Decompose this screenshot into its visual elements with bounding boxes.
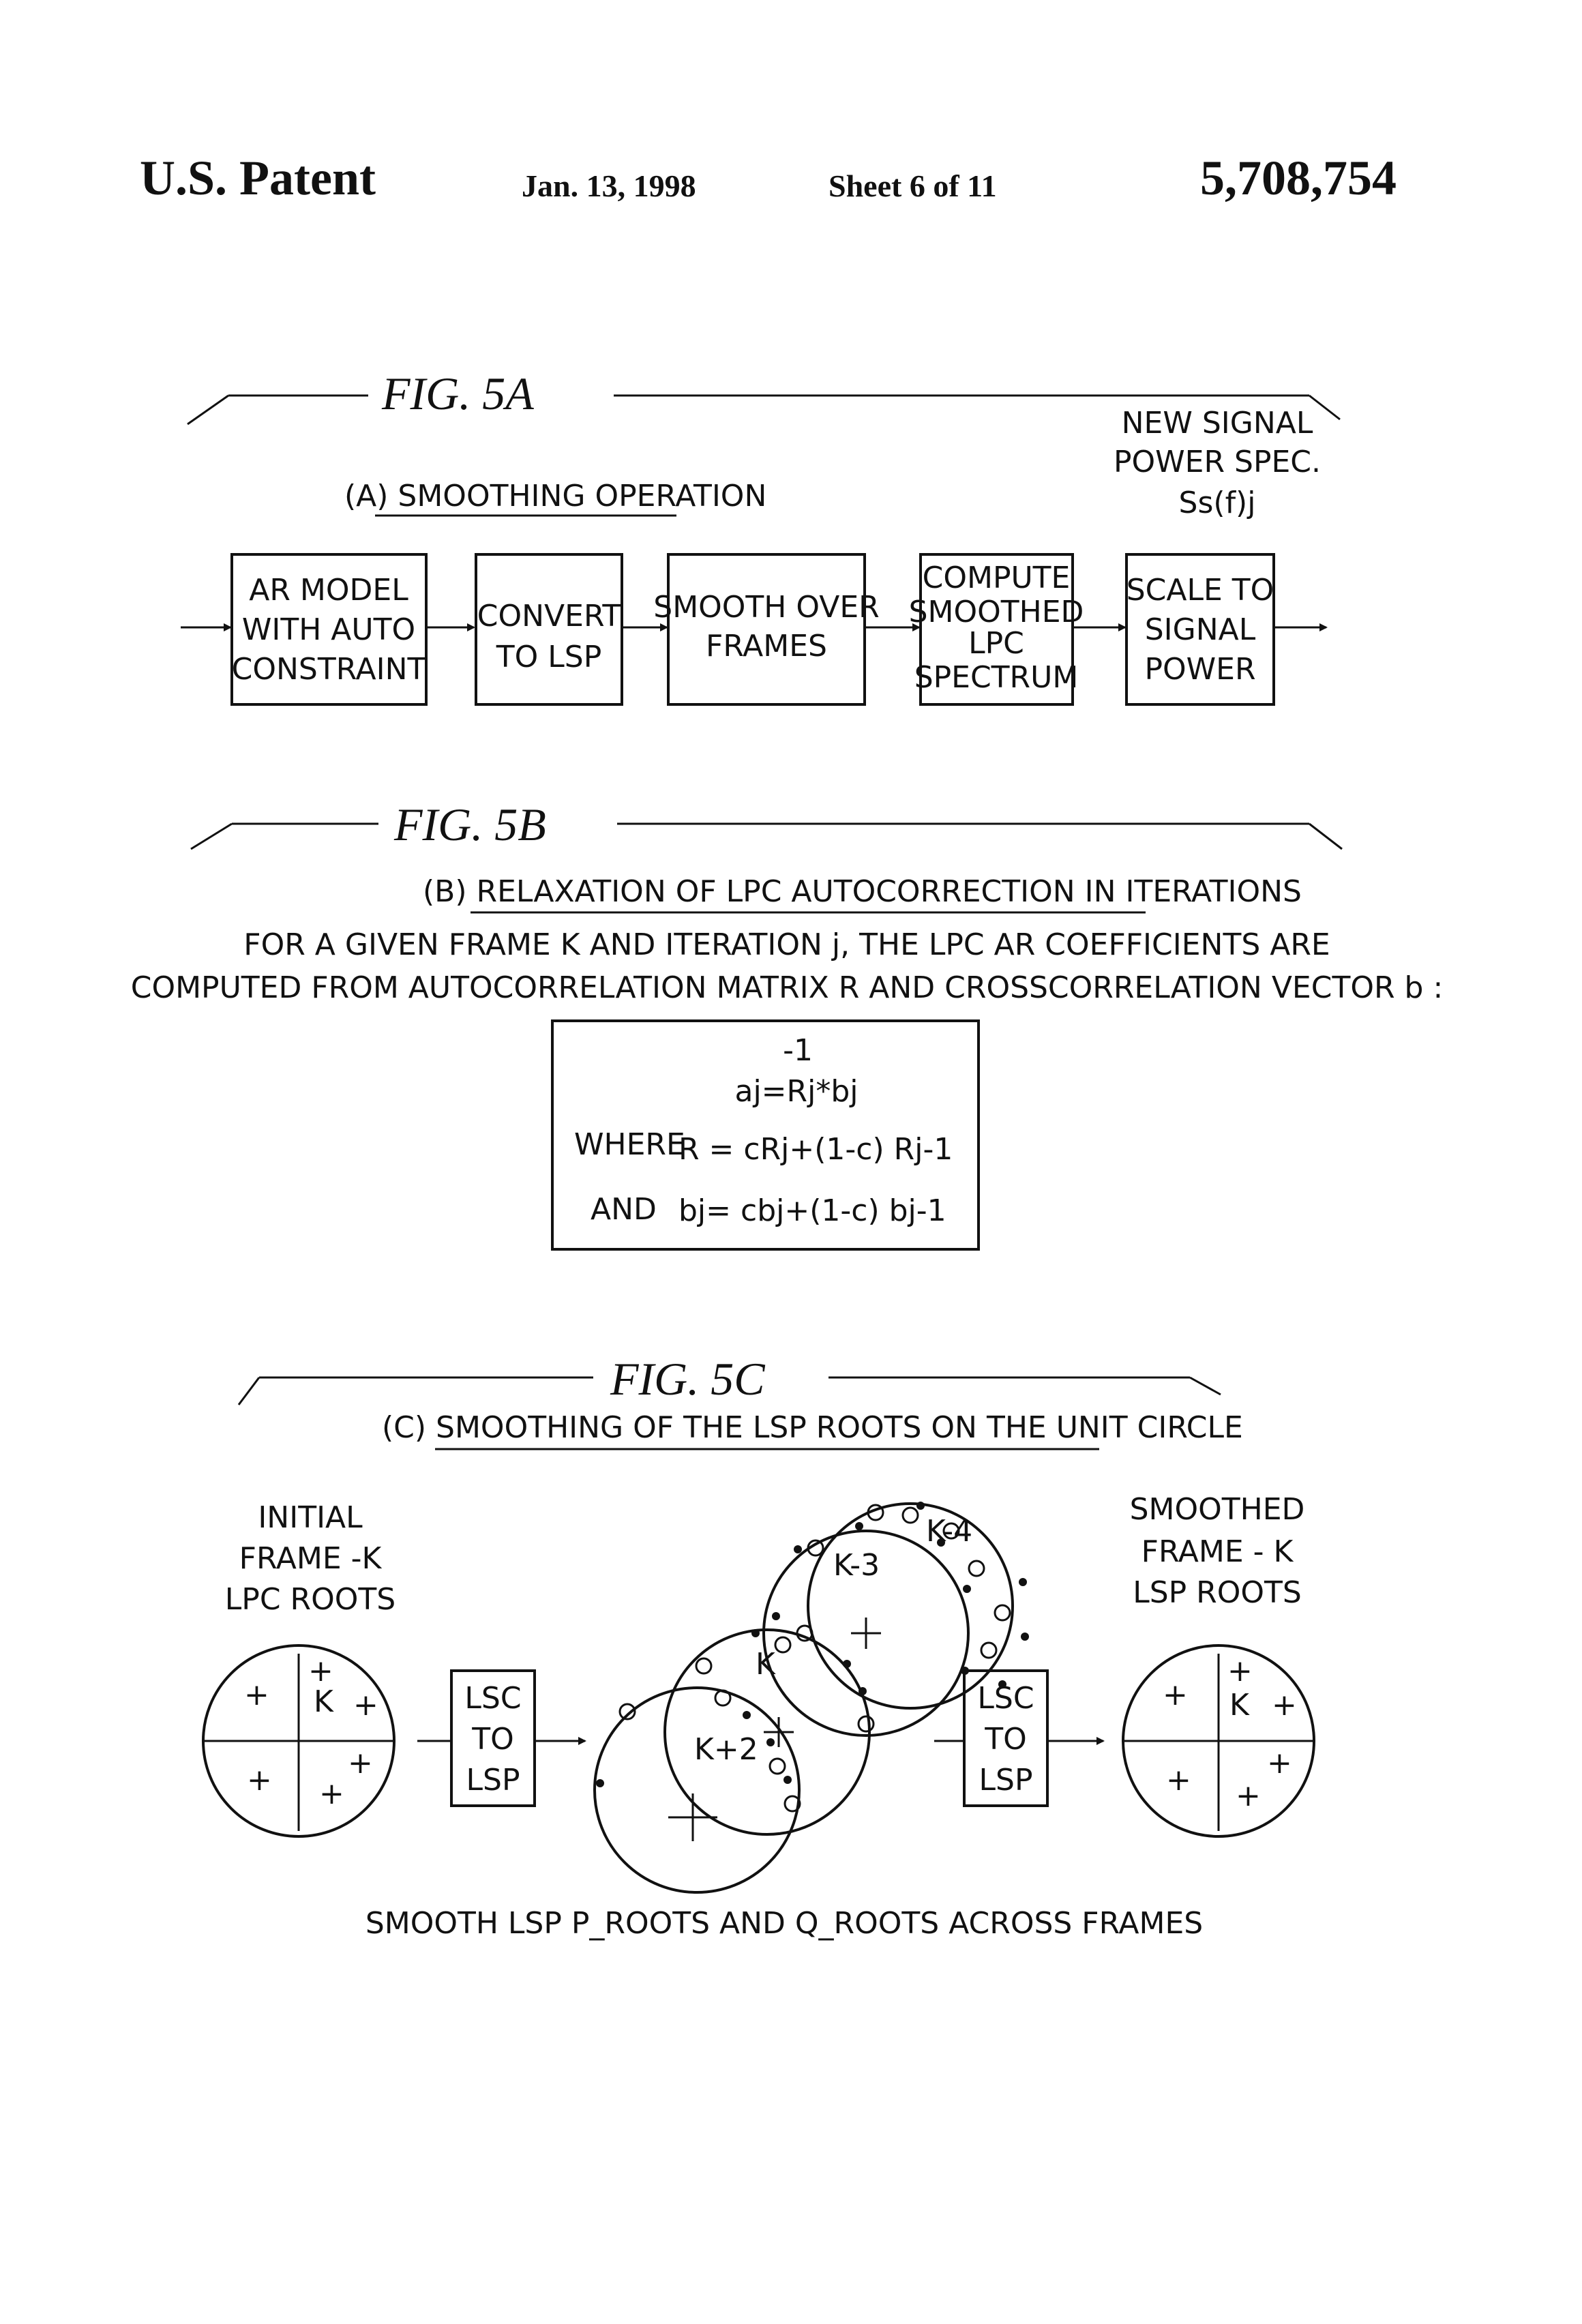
frame-label-k: K: [756, 1647, 776, 1682]
equation-where: WHERE: [574, 1127, 685, 1162]
smoothed-label-line-3: LSP ROOTS: [1133, 1575, 1302, 1610]
smoothed-root-plus-4: +: [1166, 1763, 1191, 1798]
smoothed-label-line-2: FRAME - K: [1141, 1534, 1294, 1569]
smoothed-root-plus-5: +: [1267, 1746, 1292, 1781]
box-smooth-frames-line-2: FRAMES: [706, 629, 827, 664]
fig-5c-subtitle: (C) SMOOTHING OF THE LSP ROOTS ON THE UN…: [382, 1410, 1243, 1445]
fig-5a-label: FIG. 5A: [381, 368, 534, 419]
box-ar-model-line-2: WITH AUTO: [242, 612, 415, 647]
smoothed-root-plus-3: +: [1272, 1688, 1297, 1723]
initial-root-plus-5: +: [348, 1746, 373, 1781]
box-compute-lpc-line-2: SMOOTHED: [909, 595, 1084, 629]
box-smooth-frames-line-1: SMOOTH OVER: [653, 590, 879, 625]
lsc-left-line-3: LSP: [466, 1763, 520, 1798]
box-scale-power-line-3: POWER: [1144, 652, 1255, 687]
initial-root-plus-4: +: [247, 1763, 272, 1798]
smoothed-root-plus-1: +: [1227, 1654, 1253, 1688]
smoothed-circle-k: K: [1229, 1688, 1250, 1723]
lsc-left-line-2: TO: [471, 1722, 514, 1757]
fig-5b-desc-2: COMPUTED FROM AUTOCORRELATION MATRIX R A…: [131, 970, 1444, 1005]
fig-5c-label: FIG. 5C: [610, 1353, 765, 1405]
initial-circle-k: K: [314, 1684, 334, 1719]
lsc-right-line-2: TO: [984, 1722, 1027, 1757]
equation-1: aj=Rj*bj: [734, 1074, 858, 1109]
initial-root-plus-6: +: [319, 1776, 344, 1811]
smoothed-unit-circle: K + + + + + +: [1123, 1645, 1314, 1836]
frame-label-k-4: K-4: [926, 1514, 972, 1549]
fig-5b-desc-1: FOR A GIVEN FRAME K AND ITERATION j, THE…: [243, 927, 1330, 962]
smoothed-root-plus-2: +: [1163, 1678, 1188, 1712]
lsc-left-line-1: LSC: [464, 1681, 521, 1716]
initial-root-plus-3: +: [353, 1688, 378, 1723]
smoothed-root-plus-6: +: [1236, 1778, 1261, 1813]
frame-label-k-plus-2: K+2: [694, 1732, 758, 1767]
box-ar-model-line-3: CONSTRAINT: [232, 652, 426, 687]
initial-label-line-2: FRAME -K: [239, 1541, 383, 1576]
box-compute-lpc-line-3: LPC: [968, 626, 1024, 661]
fig-5b-subtitle: (B) RELAXATION OF LPC AUTOCORRECTION IN …: [423, 874, 1302, 909]
equation-3: bj= cbj+(1-c) bj-1: [678, 1193, 946, 1228]
initial-label-line-1: INITIAL: [258, 1500, 363, 1535]
frame-label-k-3: K-3: [833, 1548, 880, 1583]
output-note-line-2: POWER SPEC.: [1114, 445, 1321, 479]
box-compute-lpc-line-4: SPECTRUM: [914, 660, 1079, 695]
output-note-line-3: Ss(f)j: [1179, 486, 1256, 520]
initial-root-plus-1: +: [308, 1654, 333, 1688]
fig-5a-subtitle: (A) SMOOTHING OPERATION: [344, 479, 766, 513]
box-scale-power-line-2: SIGNAL: [1145, 612, 1256, 647]
fig-5a: FIG. 5A (A) SMOOTHING OPERATION NEW SIGN…: [181, 368, 1340, 704]
initial-unit-circle: K + + + + + +: [203, 1645, 394, 1836]
smoothed-label-line-1: SMOOTHED: [1130, 1492, 1305, 1527]
equation-and: AND: [591, 1192, 657, 1227]
fig-5c: FIG. 5C (C) SMOOTHING OF THE LSP ROOTS O…: [203, 1353, 1314, 1941]
equation-2: R = cRj+(1-c) Rj-1: [678, 1132, 953, 1167]
lsc-right-line-3: LSP: [979, 1763, 1033, 1798]
fig-5b: FIG. 5B (B) RELAXATION OF LPC AUTOCORREC…: [131, 799, 1444, 1249]
initial-root-plus-2: +: [244, 1678, 269, 1712]
output-note-line-1: NEW SIGNAL: [1122, 406, 1313, 441]
box-scale-power-line-1: SCALE TO: [1126, 573, 1274, 608]
equation-exponent: -1: [783, 1033, 813, 1068]
fig-5b-label: FIG. 5B: [393, 799, 546, 850]
fig-5c-caption: SMOOTH LSP P_ROOTS AND Q_ROOTS ACROSS FR…: [365, 1906, 1203, 1941]
box-compute-lpc-line-1: COMPUTE: [923, 561, 1071, 595]
box-convert-lsp-line-2: TO LSP: [496, 640, 601, 674]
initial-label-line-3: LPC ROOTS: [225, 1582, 395, 1617]
lsc-right-line-1: LSC: [977, 1681, 1034, 1716]
box-convert-lsp-line-1: CONVERT: [477, 599, 621, 634]
box-ar-model-line-1: AR MODEL: [249, 573, 408, 608]
